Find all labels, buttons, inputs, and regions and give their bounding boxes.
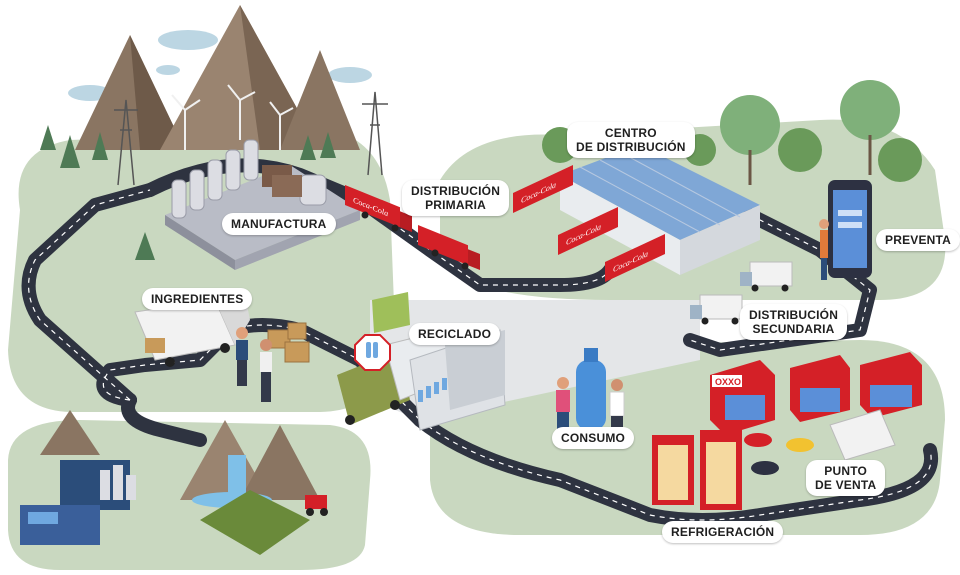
warehouse-trucks: Coca-Cola Coca-Cola Coca-Cola [513,165,665,282]
label-preventa: PREVENTA [876,229,960,251]
svg-text:OXXO: OXXO [715,377,741,387]
waterfall-mountains [180,420,320,508]
manufacturing-plant [165,139,360,270]
wind-turbines [171,84,294,150]
primary-trucks: Coca-Cola [345,185,480,271]
convenience-stores: OXXO [710,352,922,435]
label-manufactura: MANUFACTURA [222,213,336,235]
pine-trees [40,125,336,260]
ingredient-boxes [267,322,310,363]
label-ingredientes: INGREDIENTES [142,288,253,310]
secondary-vans [690,261,793,325]
smartphone [819,180,872,280]
label-consumo: CONSUMO [552,427,635,449]
workers [236,327,272,402]
label-refrigeracion: REFRIGERACIÓN [662,521,784,543]
recycling-area [337,292,506,431]
crop-field [200,490,328,555]
power-towers [114,91,388,186]
water-plant [20,410,136,545]
mountains [75,5,360,150]
label-reciclado: RECICLADO [409,323,501,345]
parked-cars [744,409,896,475]
refrigerators [652,430,742,510]
